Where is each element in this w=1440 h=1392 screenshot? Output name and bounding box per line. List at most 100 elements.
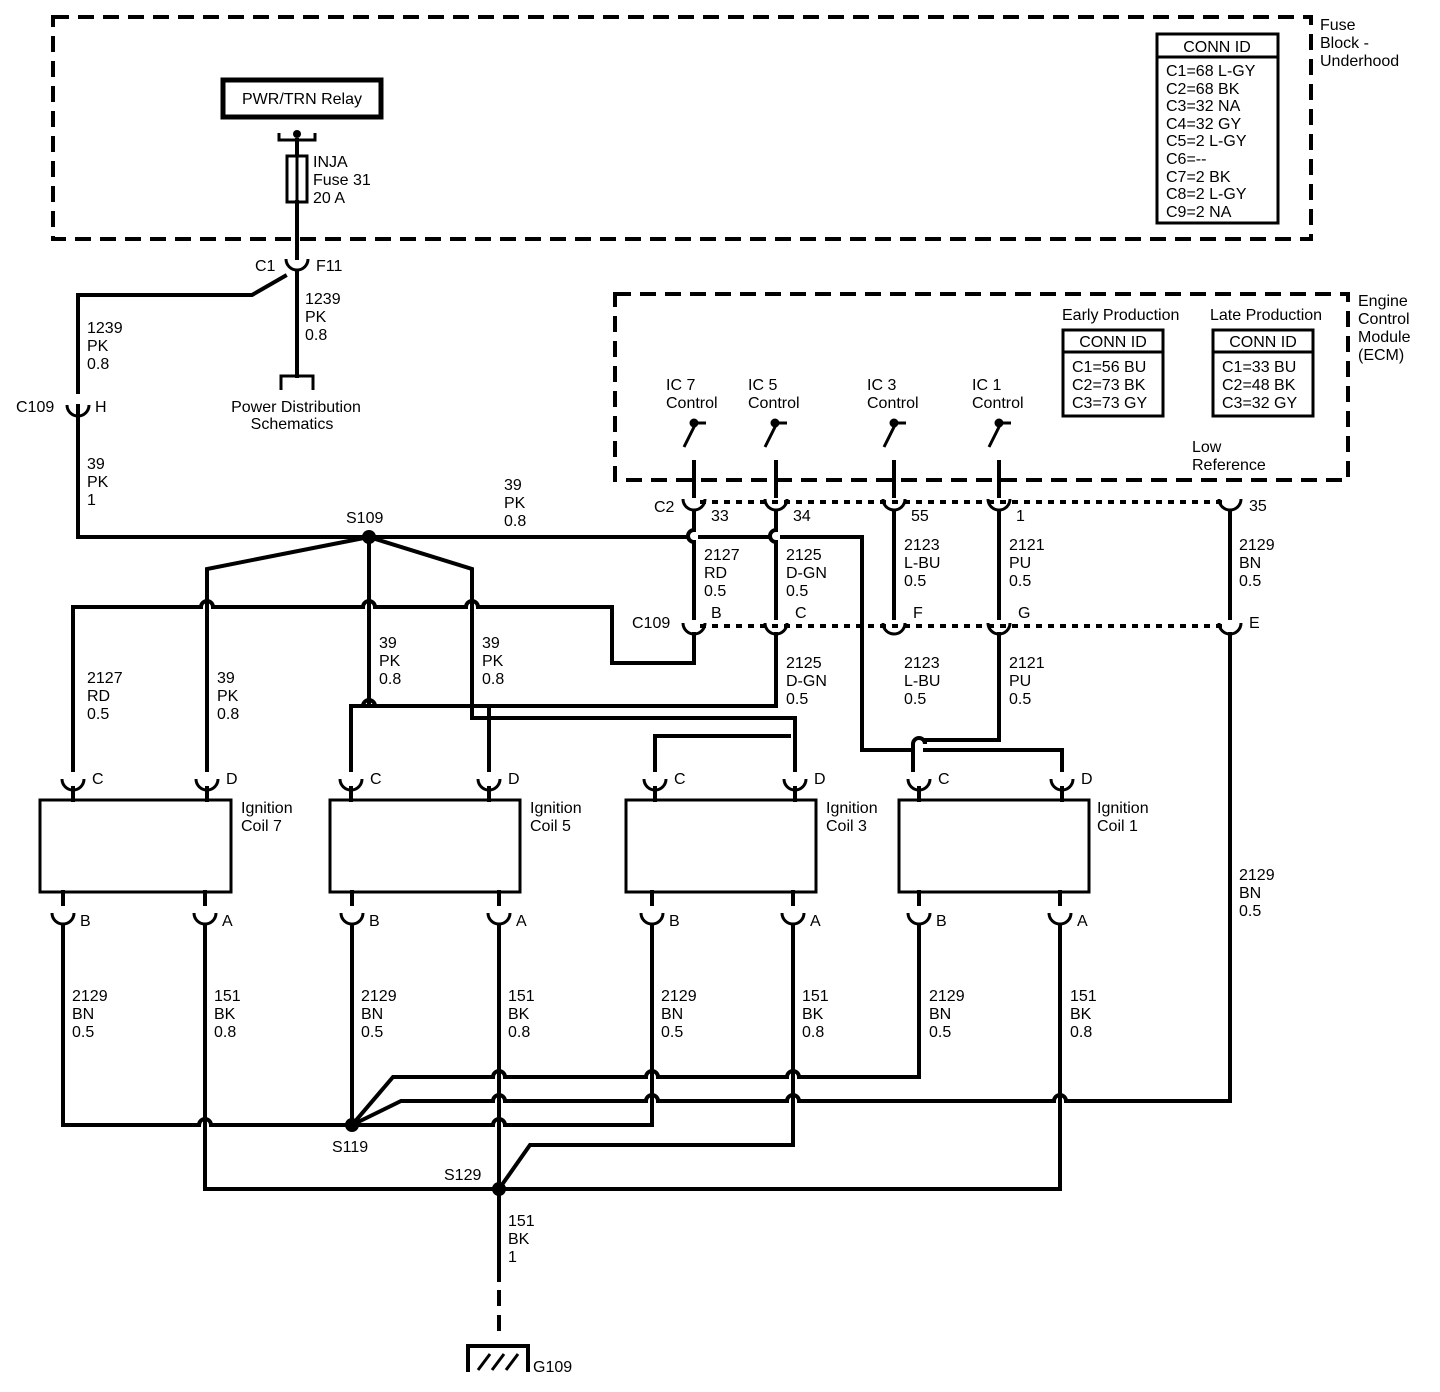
late-production-label: Late Production: [1210, 307, 1322, 324]
wire-label: 2129: [661, 988, 697, 1005]
wire-label: D-GN: [786, 673, 827, 690]
conn-id-row: C3=73 GY: [1072, 395, 1147, 412]
ecm-early-conn-id-table: CONN ID C1=56 BU C2=73 BK C3=73 GY: [1061, 328, 1165, 418]
wire-label: BN: [1239, 885, 1261, 902]
conn-id-title: CONN ID: [1079, 334, 1147, 351]
wire-label: 39: [379, 635, 397, 652]
wire-label: 2125: [786, 655, 822, 672]
ecm-pin: 33: [711, 508, 729, 525]
ecm-outline: [613, 292, 1350, 482]
ignition-coil-5: C D B A Ignition Coil 5: [328, 771, 582, 930]
ecm-title: (ECM): [1358, 347, 1404, 364]
pin-label: D: [226, 771, 238, 788]
pin-label: B: [80, 913, 91, 930]
wire-label: 0.8: [482, 671, 504, 688]
ecm: Engine Control Module (ECM) Early Produc…: [613, 292, 1411, 482]
wire-label: 0.5: [87, 706, 109, 723]
ic7-control-label: IC 7: [666, 377, 695, 394]
coil-name: Coil 7: [241, 818, 282, 835]
conn-id-row: C1=56 BU: [1072, 359, 1146, 376]
ignition-coil-1: C D B A Ignition Coil 1: [897, 771, 1149, 930]
coil-name: Ignition: [826, 800, 878, 817]
conn-id-row: C5=2 L-GY: [1166, 133, 1247, 150]
c109-pin-h: H: [95, 399, 107, 416]
wire-label: BK: [508, 1006, 530, 1023]
wire-label: 2129: [361, 988, 397, 1005]
coil-name: Ignition: [241, 800, 293, 817]
pin-f11-label: F11: [316, 258, 342, 275]
pin-label: D: [814, 771, 826, 788]
conn-id-row: C2=48 BK: [1222, 377, 1296, 394]
wire-label: BK: [214, 1006, 236, 1023]
pin-label: A: [810, 913, 821, 930]
wire-label: BN: [72, 1006, 94, 1023]
wire-label: 2127: [704, 547, 740, 564]
pin-label: A: [516, 913, 527, 930]
wire-label: RD: [87, 688, 110, 705]
wire-label: 2129: [1239, 867, 1275, 884]
pwr-trn-relay: PWR/TRN Relay: [220, 77, 384, 120]
conn-id-row: C8=2 L-GY: [1166, 186, 1247, 203]
wire-label: 0.5: [1239, 903, 1261, 920]
c109-pin: C: [795, 605, 807, 622]
wire-label: 1: [508, 1249, 517, 1266]
wire-label: 151: [1070, 988, 1097, 1005]
fuse-block-conn-id-table: CONN ID C1=68 L-GY C2=68 BK C3=32 NA C4=…: [1155, 32, 1280, 225]
wire-label: 39: [87, 456, 105, 473]
low-reference-label: Reference: [1192, 457, 1266, 474]
wire-label: 2127: [87, 670, 123, 687]
wire-label: 2125: [786, 547, 822, 564]
g109-label: G109: [533, 1359, 572, 1376]
wire-label: BK: [508, 1231, 530, 1248]
splice-s129: [492, 1182, 506, 1196]
wire-label: BN: [361, 1006, 383, 1023]
fuse-block-title-line2: Block -: [1320, 35, 1369, 52]
wire-label: PU: [1009, 673, 1031, 690]
fuse-block-outline: [51, 15, 1313, 241]
wire-label: 0.5: [72, 1024, 94, 1041]
coil-name: Coil 3: [826, 818, 867, 835]
wire-label: 0.8: [802, 1024, 824, 1041]
ecm-pin: 35: [1249, 498, 1267, 515]
fuse-number: Fuse 31: [313, 172, 371, 189]
pin-label: D: [1081, 771, 1093, 788]
wire-label: 0.5: [929, 1024, 951, 1041]
wire-label: 1239: [305, 291, 341, 308]
wire-label: 0.5: [786, 691, 808, 708]
wire-label: PU: [1009, 555, 1031, 572]
ecm-switch-icons: [682, 418, 1011, 448]
ground-g109-icon: [466, 1344, 530, 1372]
pin-label: C: [370, 771, 382, 788]
fuse-block-title-line1: Fuse: [1320, 17, 1356, 34]
conn-id-row: C6=--: [1166, 151, 1206, 168]
connector-c1-f11: [284, 257, 310, 272]
wire-label: 0.8: [508, 1024, 530, 1041]
pin-label: A: [1077, 913, 1088, 930]
conn-id-title: CONN ID: [1183, 39, 1251, 56]
ecm-title: Engine: [1358, 293, 1408, 310]
wire-label: PK: [305, 309, 327, 326]
pin-label: A: [222, 913, 233, 930]
wire-label: 0.5: [1239, 573, 1261, 590]
wire-label: 39: [504, 477, 522, 494]
wire-label: L-BU: [904, 555, 940, 572]
power-distribution-ref-icon: [279, 374, 315, 390]
c109-pin: F: [913, 605, 923, 622]
wire-label: 2129: [1239, 537, 1275, 554]
wire-label: 0.5: [361, 1024, 383, 1041]
wire-label: 0.5: [1009, 691, 1031, 708]
wire-label: L-BU: [904, 673, 940, 690]
pin-label: B: [369, 913, 380, 930]
wire-label: 151: [802, 988, 829, 1005]
ecm-title: Control: [1358, 311, 1410, 328]
wire-label: 151: [508, 988, 535, 1005]
ignition-coil-7: C D B A Ignition Coil 7: [38, 771, 293, 930]
splice-s119: [345, 1118, 359, 1132]
conn-id-title: CONN ID: [1229, 334, 1297, 351]
wire-label: 0.8: [504, 513, 526, 530]
coil-name: Ignition: [530, 800, 582, 817]
ic3-control-label: Control: [867, 395, 919, 412]
wire-label: PK: [379, 653, 401, 670]
wire-label: 2129: [72, 988, 108, 1005]
pin-label: C: [92, 771, 104, 788]
